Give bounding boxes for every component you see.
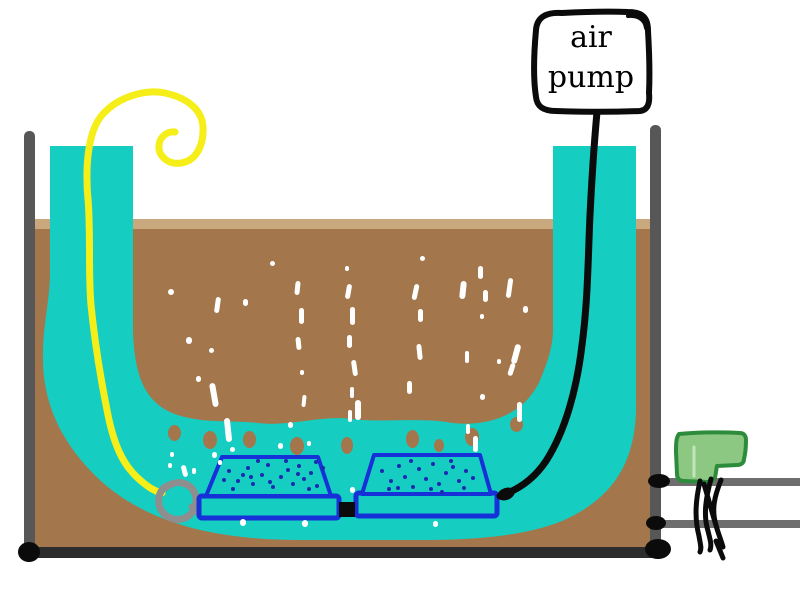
liquid-surface-strip [33,219,653,229]
air-pump-label: air pump [533,18,649,98]
air-stone-right [360,453,493,496]
air-pump-label-line2: pump [547,60,635,95]
yellow-cord [83,88,207,497]
tank-bottom [25,547,661,558]
air-pump-box-corner-stroke [626,13,648,30]
air-stone-tray-right [353,490,500,519]
pipe-joint-bottom [646,516,666,530]
air-stone-left [204,455,333,498]
valve-scribble [693,476,726,561]
outlet-pipe-bottom [652,520,800,528]
outlet-pipe-top [652,478,800,486]
tray-connector [339,502,355,517]
air-pump-box [531,8,653,115]
air-hose-fitting [497,487,515,501]
air-pump-label-line1: air [570,20,612,55]
outlet-valve-body [674,430,748,484]
u-tube-water [42,146,637,540]
tank-corner-cap-left [18,542,40,562]
pipe-joint-top [648,474,670,488]
tank-wall-left [24,131,35,557]
air-stone-tray-left [196,493,342,521]
tank-wall-right [650,125,661,557]
tank-corner-cap-right [645,539,671,559]
air-hose [496,108,601,500]
